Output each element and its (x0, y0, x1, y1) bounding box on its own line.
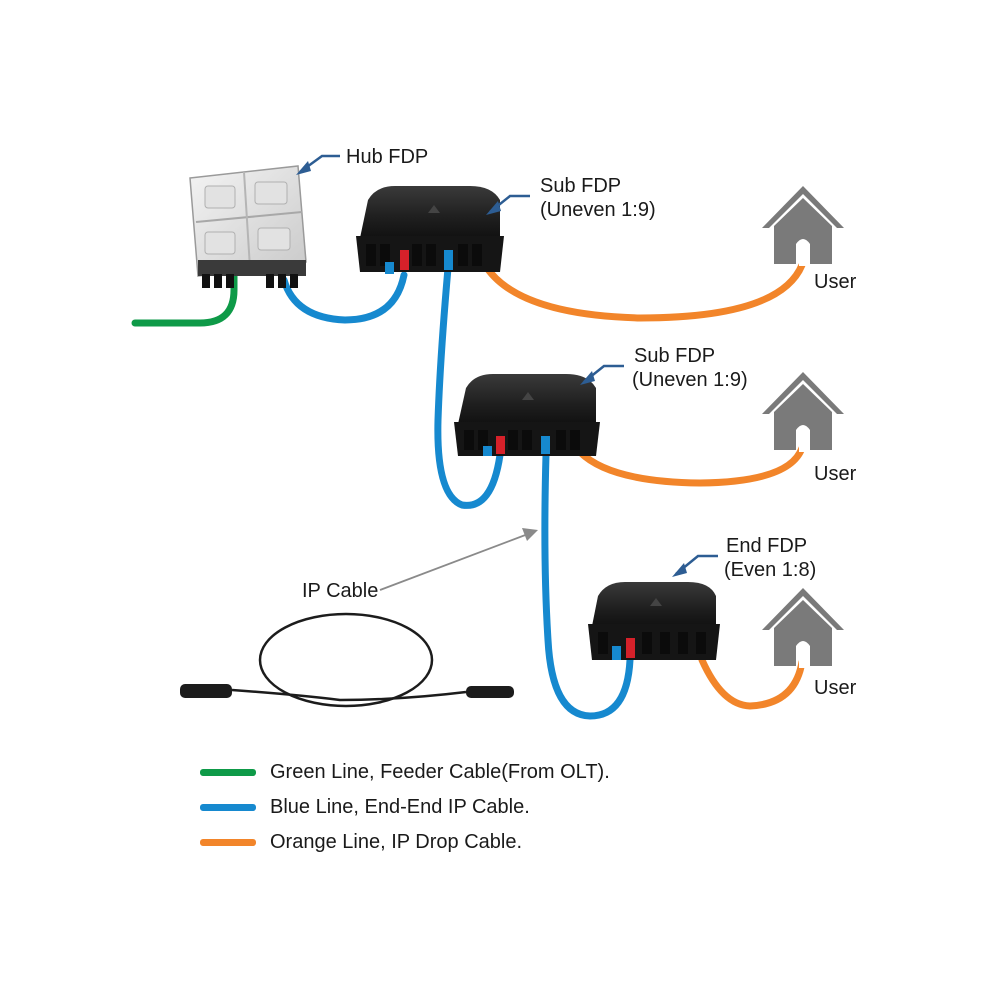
user-3-label: User (814, 677, 857, 699)
ip-cable-label: IP Cable (302, 580, 378, 602)
end-fdp-title: End FDP (726, 535, 807, 557)
legend-swatch-blue (200, 804, 256, 811)
sub-fdp-1-ratio: (Uneven 1:9) (540, 199, 656, 221)
drop-cable-user-1 (483, 261, 806, 322)
ip-cable-hub-to-sub1 (280, 271, 408, 324)
legend-item-feeder: Green Line, Feeder Cable(From OLT). (200, 755, 610, 790)
legend-text-drop: Orange Line, IP Drop Cable. (270, 831, 523, 853)
user-2-label: User (814, 463, 857, 485)
end-fdp-ratio: (Even 1:8) (724, 559, 816, 581)
legend: Green Line, Feeder Cable(From OLT). Blue… (200, 755, 610, 860)
callout-arrow-end-fdp (672, 554, 718, 577)
ip-cable-sub1-to-sub2 (434, 264, 504, 509)
legend-swatch-green (200, 769, 256, 776)
house-icon (762, 372, 844, 452)
callout-arrow-sub-fdp-1 (486, 194, 530, 215)
legend-text-feeder: Green Line, Feeder Cable(From OLT). (270, 761, 610, 783)
user-1-label: User (814, 271, 857, 293)
sub-fdp-1-title: Sub FDP (540, 175, 621, 197)
legend-text-ip: Blue Line, End-End IP Cable. (270, 796, 530, 818)
callout-arrow-sub-fdp-2 (580, 364, 624, 385)
drop-cable-user-2 (576, 444, 806, 487)
house-icon (762, 186, 844, 266)
sub-fdp-2-ratio: (Uneven 1:9) (632, 369, 748, 391)
legend-swatch-orange (200, 839, 256, 846)
house-icon (762, 588, 844, 668)
hub-fdp-device (189, 165, 307, 288)
callout-arrow-ip-cable (379, 528, 538, 591)
callout-arrow-hub-fdp (296, 154, 340, 175)
sub-fdp-2-title: Sub FDP (634, 345, 715, 367)
feeder-cable-green (131, 266, 238, 327)
legend-item-ip: Blue Line, End-End IP Cable. (200, 790, 610, 825)
ip-cable-coil-image (180, 612, 514, 708)
sub-fdp-1-device (356, 186, 504, 274)
ip-cable-sub2-to-end (541, 451, 634, 720)
sub-fdp-2-device (454, 374, 600, 456)
drop-cable-user-3 (698, 656, 806, 710)
hub-fdp-label: Hub FDP (346, 146, 428, 168)
legend-item-drop: Orange Line, IP Drop Cable. (200, 825, 610, 860)
end-fdp-device (588, 582, 720, 660)
